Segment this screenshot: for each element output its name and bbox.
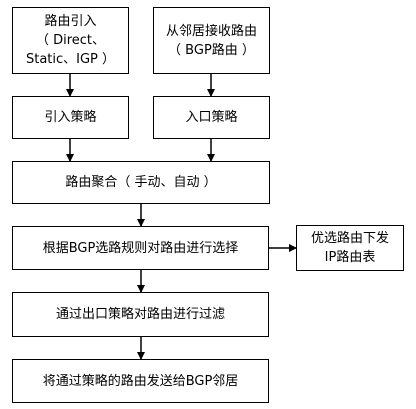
deliver-to-ip-table-line-1: 优选路由下发 [310,231,389,246]
import-policy-label: 引入策略 [44,110,97,125]
route-import-line-1: 路由引入 [44,14,97,29]
import-policy-box: 引入策略 [12,96,129,139]
outbound-filter-box: 通过出口策略对路由进行过滤 [12,292,269,337]
receive-from-neighbor-line-2: （ BGP路由 ） [168,42,255,58]
deliver-to-ip-table-line-2: IP路由表 [324,250,376,265]
receive-from-neighbor-line-1: 从邻居接收路由 [165,23,257,39]
inbound-policy-box: 入口策略 [153,96,270,139]
route-import-box: 路由引入 （ Direct、 Static、IGP ） [12,7,129,74]
outbound-filter-label: 通过出口策略对路由进行过滤 [55,307,225,322]
send-to-neighbor-label: 将通过策略的路由发送给BGP邻居 [42,373,239,389]
route-selection-box: 根据BGP选路规则对路由进行选择 [12,226,269,270]
route-selection-label: 根据BGP选路规则对路由进行选择 [42,240,239,256]
route-aggregation-label: 路由聚合（ 手动、自动 ） [65,175,217,190]
inbound-policy-label: 入口策略 [185,110,238,125]
deliver-to-ip-table-box: 优选路由下发 IP路由表 [296,225,404,271]
route-import-line-3: Static、IGP ） [25,52,116,67]
route-import-line-2: （ Direct、 [35,33,106,48]
receive-from-neighbor-box: 从邻居接收路由 （ BGP路由 ） [153,7,270,74]
route-aggregation-box: 路由聚合（ 手动、自动 ） [12,161,270,204]
send-to-neighbor-box: 将通过策略的路由发送给BGP邻居 [12,359,269,403]
